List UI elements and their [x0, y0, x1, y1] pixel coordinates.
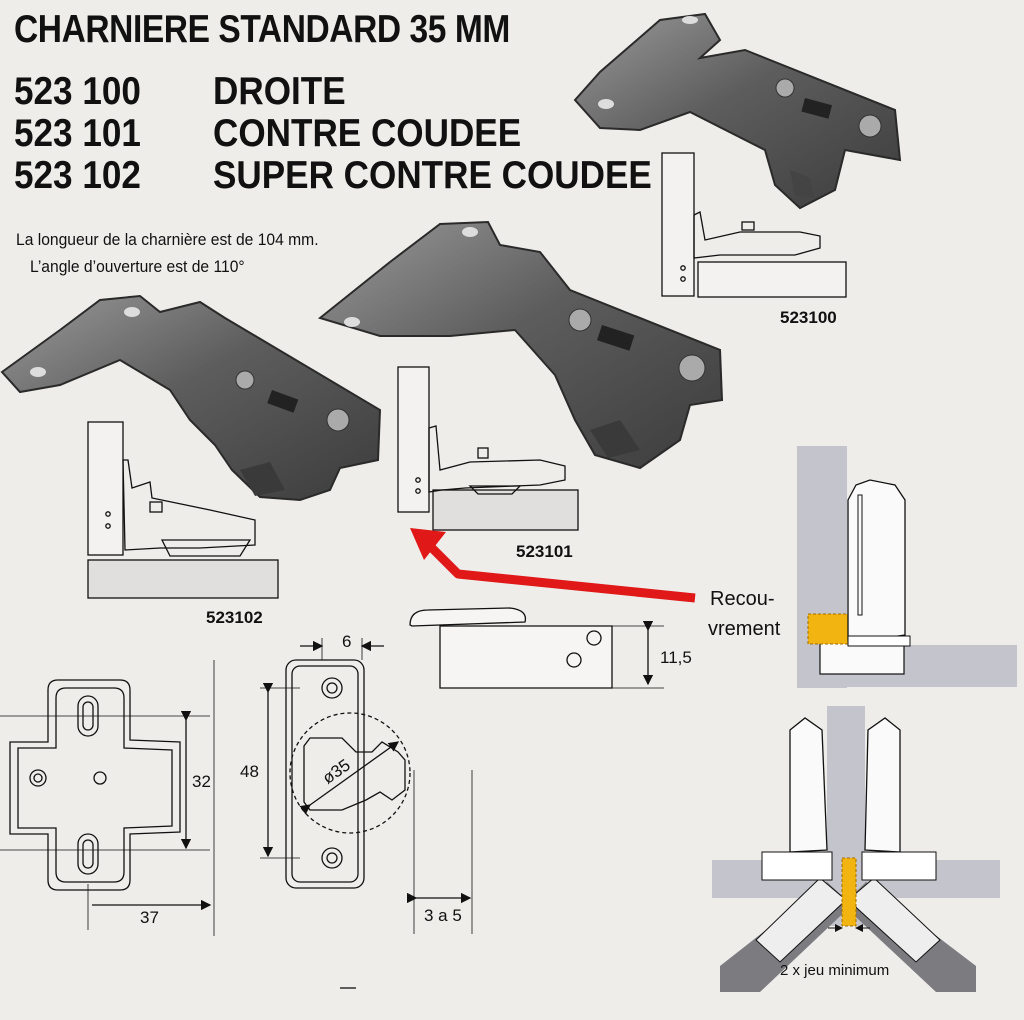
- code-523100: 523100: [780, 308, 837, 327]
- length-note: La longueur de la charnière est de 104 m…: [16, 230, 319, 249]
- hinge-photo-cranked: [317, 220, 724, 470]
- gap-detail: [712, 706, 1000, 992]
- ref-code-2: 523 101: [14, 112, 141, 155]
- code-523102: 523102: [206, 608, 263, 627]
- hinge-side-profile: [409, 607, 664, 689]
- ref-code-3: 523 102: [14, 154, 141, 197]
- mounting-plate-drawing: [0, 660, 215, 936]
- ref-name-1: DROITE: [213, 70, 346, 113]
- red-arrow: [410, 528, 696, 603]
- ref-name-3: SUPER CONTRE COUDEE: [213, 154, 652, 197]
- hinge-photo-super-cranked: [0, 294, 382, 502]
- sketch-523101: [397, 366, 579, 531]
- dim-depth-11-5: 11,5: [660, 648, 692, 667]
- dim-range-3a5: 3 a 5: [424, 906, 462, 925]
- ref-code-1: 523 100: [14, 70, 141, 113]
- sketch-523102: [87, 421, 279, 599]
- code-523101: 523101: [516, 542, 573, 561]
- overlay-label-line1: Recou-: [710, 588, 775, 610]
- overlay-label-line2: vrement: [708, 618, 781, 640]
- angle-note: L’angle d’ouverture est de 110°: [30, 257, 245, 276]
- hinge-photo-straight: [573, 12, 902, 210]
- ref-name-2: CONTRE COUDEE: [213, 112, 522, 155]
- gap-label: 2 x jeu minimum: [780, 962, 890, 979]
- dim-height-32: 32: [192, 772, 211, 791]
- sketch-523100: [661, 152, 847, 298]
- page-title: CHARNIERE STANDARD 35 MM: [14, 8, 510, 51]
- dim-height-48: 48: [240, 762, 259, 781]
- dim-width-37: 37: [140, 908, 159, 927]
- overlay-detail: [797, 446, 1017, 688]
- hinge-cup-drawing: [260, 638, 473, 989]
- dim-top-6: 6: [342, 632, 352, 651]
